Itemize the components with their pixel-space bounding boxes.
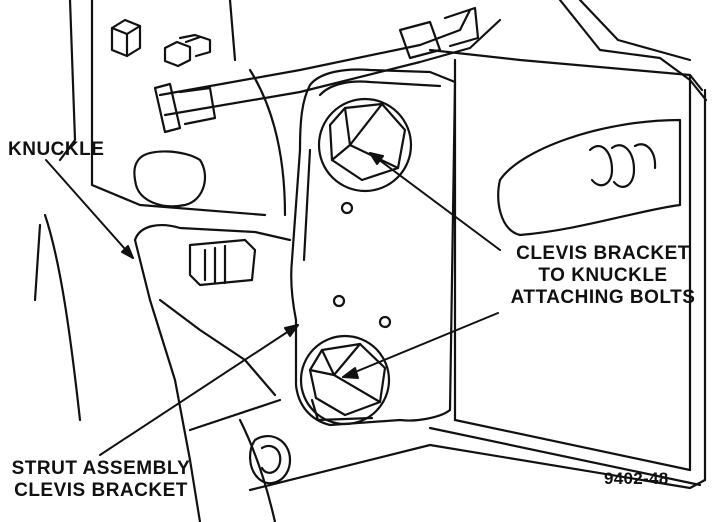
clevis-bolts-label-line-3: ATTACHING BOLTS xyxy=(510,287,696,308)
upper-bolt xyxy=(317,97,413,193)
leader-knuckle xyxy=(45,159,134,259)
leader-strut-bracket xyxy=(99,324,299,456)
figure-number: 9402-48 xyxy=(604,469,669,488)
leader-lower-bolt-arrowhead xyxy=(342,367,359,379)
lower-bolt xyxy=(299,334,391,426)
upper-nuts xyxy=(110,18,212,68)
leader-lower-bolt xyxy=(342,312,499,378)
strut-clevis-bracket-label: STRUT ASSEMBLY CLEVIS BRACKET xyxy=(6,458,196,502)
clevis-bracket xyxy=(290,68,457,427)
knuckle-body xyxy=(133,224,292,522)
strut-body xyxy=(248,48,707,492)
knuckle-label: KNUCKLE xyxy=(8,139,105,160)
leader-upper-bolt xyxy=(369,152,501,251)
leader-lines xyxy=(45,152,501,456)
brake-line xyxy=(153,0,708,134)
background-housing xyxy=(33,0,287,422)
strut-label-line-2: CLEVIS BRACKET xyxy=(14,480,188,501)
clevis-bracket-bolts-label: CLEVIS BRACKET TO KNUCKLE ATTACHING BOLT… xyxy=(503,243,703,309)
oval-slot xyxy=(133,150,207,208)
leader-strut-bracket-arrowhead xyxy=(284,324,299,337)
strut-label-line-1: STRUT ASSEMBLY xyxy=(11,458,191,479)
clevis-bolts-label-line-2: TO KNUCKLE xyxy=(538,265,668,286)
leader-upper-bolt-arrowhead xyxy=(369,152,384,165)
clevis-bolts-label-line-1: CLEVIS BRACKET xyxy=(516,243,690,264)
leader-knuckle-arrowhead xyxy=(121,245,134,259)
